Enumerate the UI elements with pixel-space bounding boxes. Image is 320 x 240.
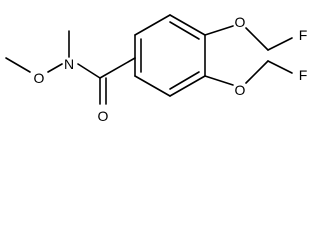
atom-ring-o-top: O — [235, 14, 246, 30]
bond-o-bottom-cf2 — [245, 60, 269, 84]
chemical-structure-diagram: N O O O O F F — [5, 14, 308, 124]
atom-amide-n: N — [64, 56, 74, 72]
atom-fluorine-top: F — [299, 27, 308, 43]
bond-cf2-f-top — [267, 37, 293, 51]
bond-n-carbonyl-c — [77, 63, 101, 79]
atom-fluorine-bottom: F — [299, 67, 308, 83]
bond-ring-o-bottom — [204, 75, 234, 86]
atom-carbonyl-o: O — [98, 108, 109, 124]
bond-ring-o-top — [204, 25, 234, 36]
ring-bond-c — [169, 14, 206, 36]
atom-ring-o-bottom: O — [235, 82, 246, 98]
bond-methyl-o — [5, 57, 31, 73]
ring-inner-bond-2 — [169, 21, 200, 40]
ring-bond-f — [134, 75, 171, 97]
bond-o-top-cf2 — [245, 27, 269, 51]
bond-cf2-f-bottom — [267, 60, 293, 74]
ring-bond-b — [134, 14, 171, 36]
bond-carbonyl-c-ring — [99, 57, 136, 79]
atom-methoxy-o: O — [34, 70, 45, 86]
ring-bond-e — [169, 75, 206, 97]
ring-inner-bond-3 — [169, 71, 200, 90]
bond-o-n — [47, 63, 63, 73]
